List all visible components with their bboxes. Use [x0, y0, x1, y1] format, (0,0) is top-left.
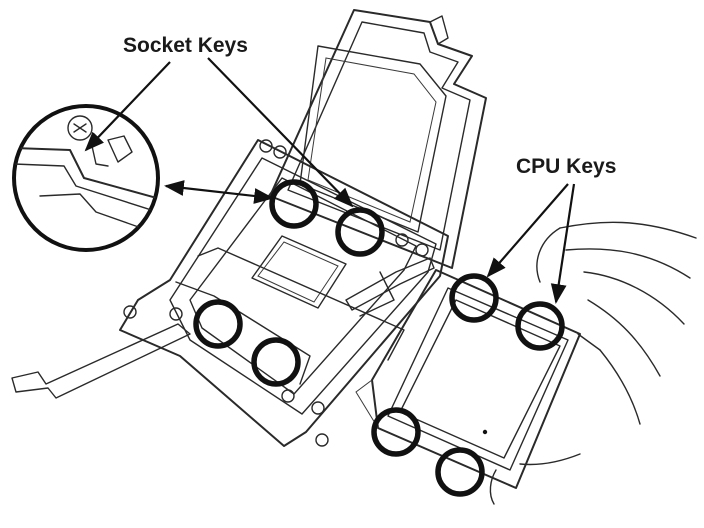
socket-keys-arrow-to-inset: [84, 61, 171, 152]
socket-keys-label: Socket Keys: [123, 34, 248, 57]
socket-key-rings: [193, 179, 385, 387]
socket-key-ring-2: [335, 207, 385, 257]
cpu-key-ring-4: [435, 447, 485, 497]
socket-keys-arrow-to-socket: [207, 57, 354, 208]
cpu-package: [355, 269, 581, 489]
socket-key-zoom-inset: [12, 104, 160, 252]
cpu-key-ring-2: [515, 301, 565, 351]
cpu-key-ring-3: [371, 407, 421, 457]
load-plate: [269, 9, 487, 269]
socket-frame: [119, 139, 449, 447]
socket-key-ring-1: [269, 179, 319, 229]
cpu-keys-arrow-left: [486, 183, 569, 278]
cpu-keys-label: CPU Keys: [516, 155, 617, 178]
socket-key-ring-4: [251, 337, 301, 387]
socket-levers: [11, 257, 435, 399]
socket-key-ring-3: [193, 299, 243, 349]
cpu-key-rings: [371, 273, 565, 497]
pointer-arrows: [84, 57, 576, 304]
inset-link-arrow: [164, 180, 274, 204]
hand-drawing: [489, 221, 697, 505]
cpu-key-ring-1: [449, 273, 499, 323]
cpu-keys-arrow-right: [550, 183, 576, 304]
